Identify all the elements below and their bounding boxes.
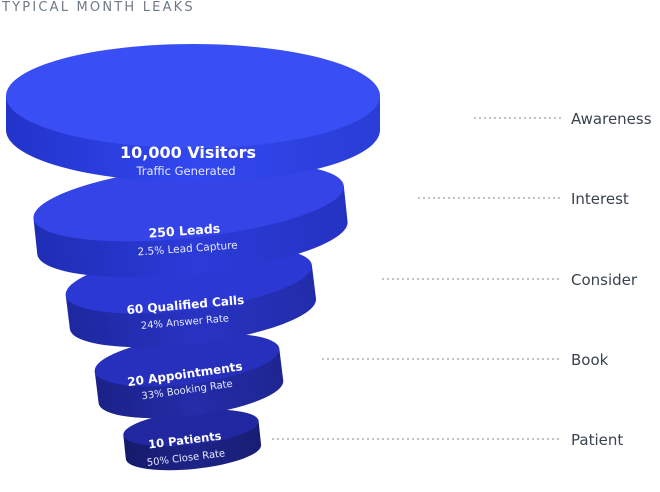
stage-label-awareness: Awareness	[571, 110, 652, 128]
funnel-tier-patient	[123, 409, 262, 471]
funnel-tier-awareness	[6, 44, 380, 182]
stage-label-book: Book	[571, 351, 609, 369]
funnel-tier-interest	[33, 162, 348, 278]
tier-subtitle: Traffic Generated	[135, 164, 235, 178]
stage-label-consider: Consider	[571, 271, 638, 289]
tier-text-0: 10,000 Visitors Traffic Generated	[120, 143, 256, 178]
stage-label-interest: Interest	[571, 190, 629, 208]
stage-label-patient: Patient	[571, 431, 623, 449]
tier-title: 10,000 Visitors	[120, 143, 256, 162]
tier-title: 250 Leads	[148, 221, 221, 241]
diagram-title: TYPICAL MONTH LEAKS	[2, 0, 195, 15]
